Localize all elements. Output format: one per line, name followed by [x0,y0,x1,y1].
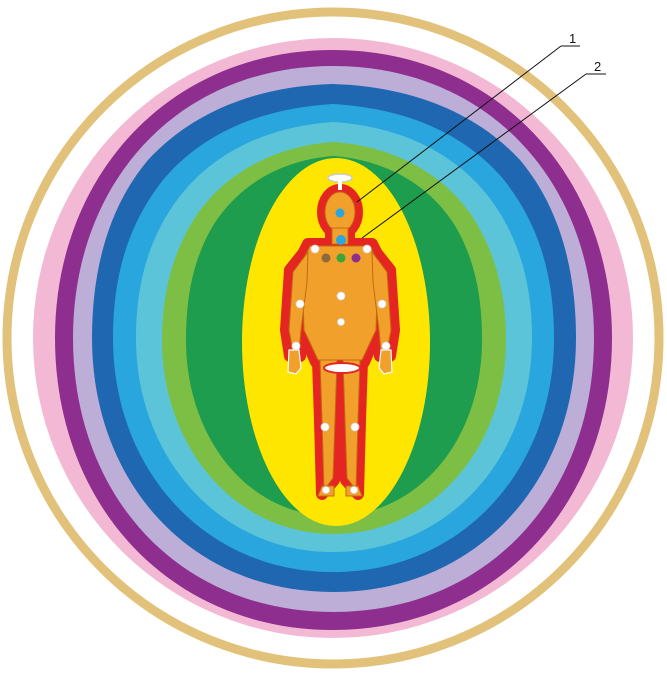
callout-label-2: 2 [594,59,601,74]
callout-label-1: 1 [569,31,576,46]
